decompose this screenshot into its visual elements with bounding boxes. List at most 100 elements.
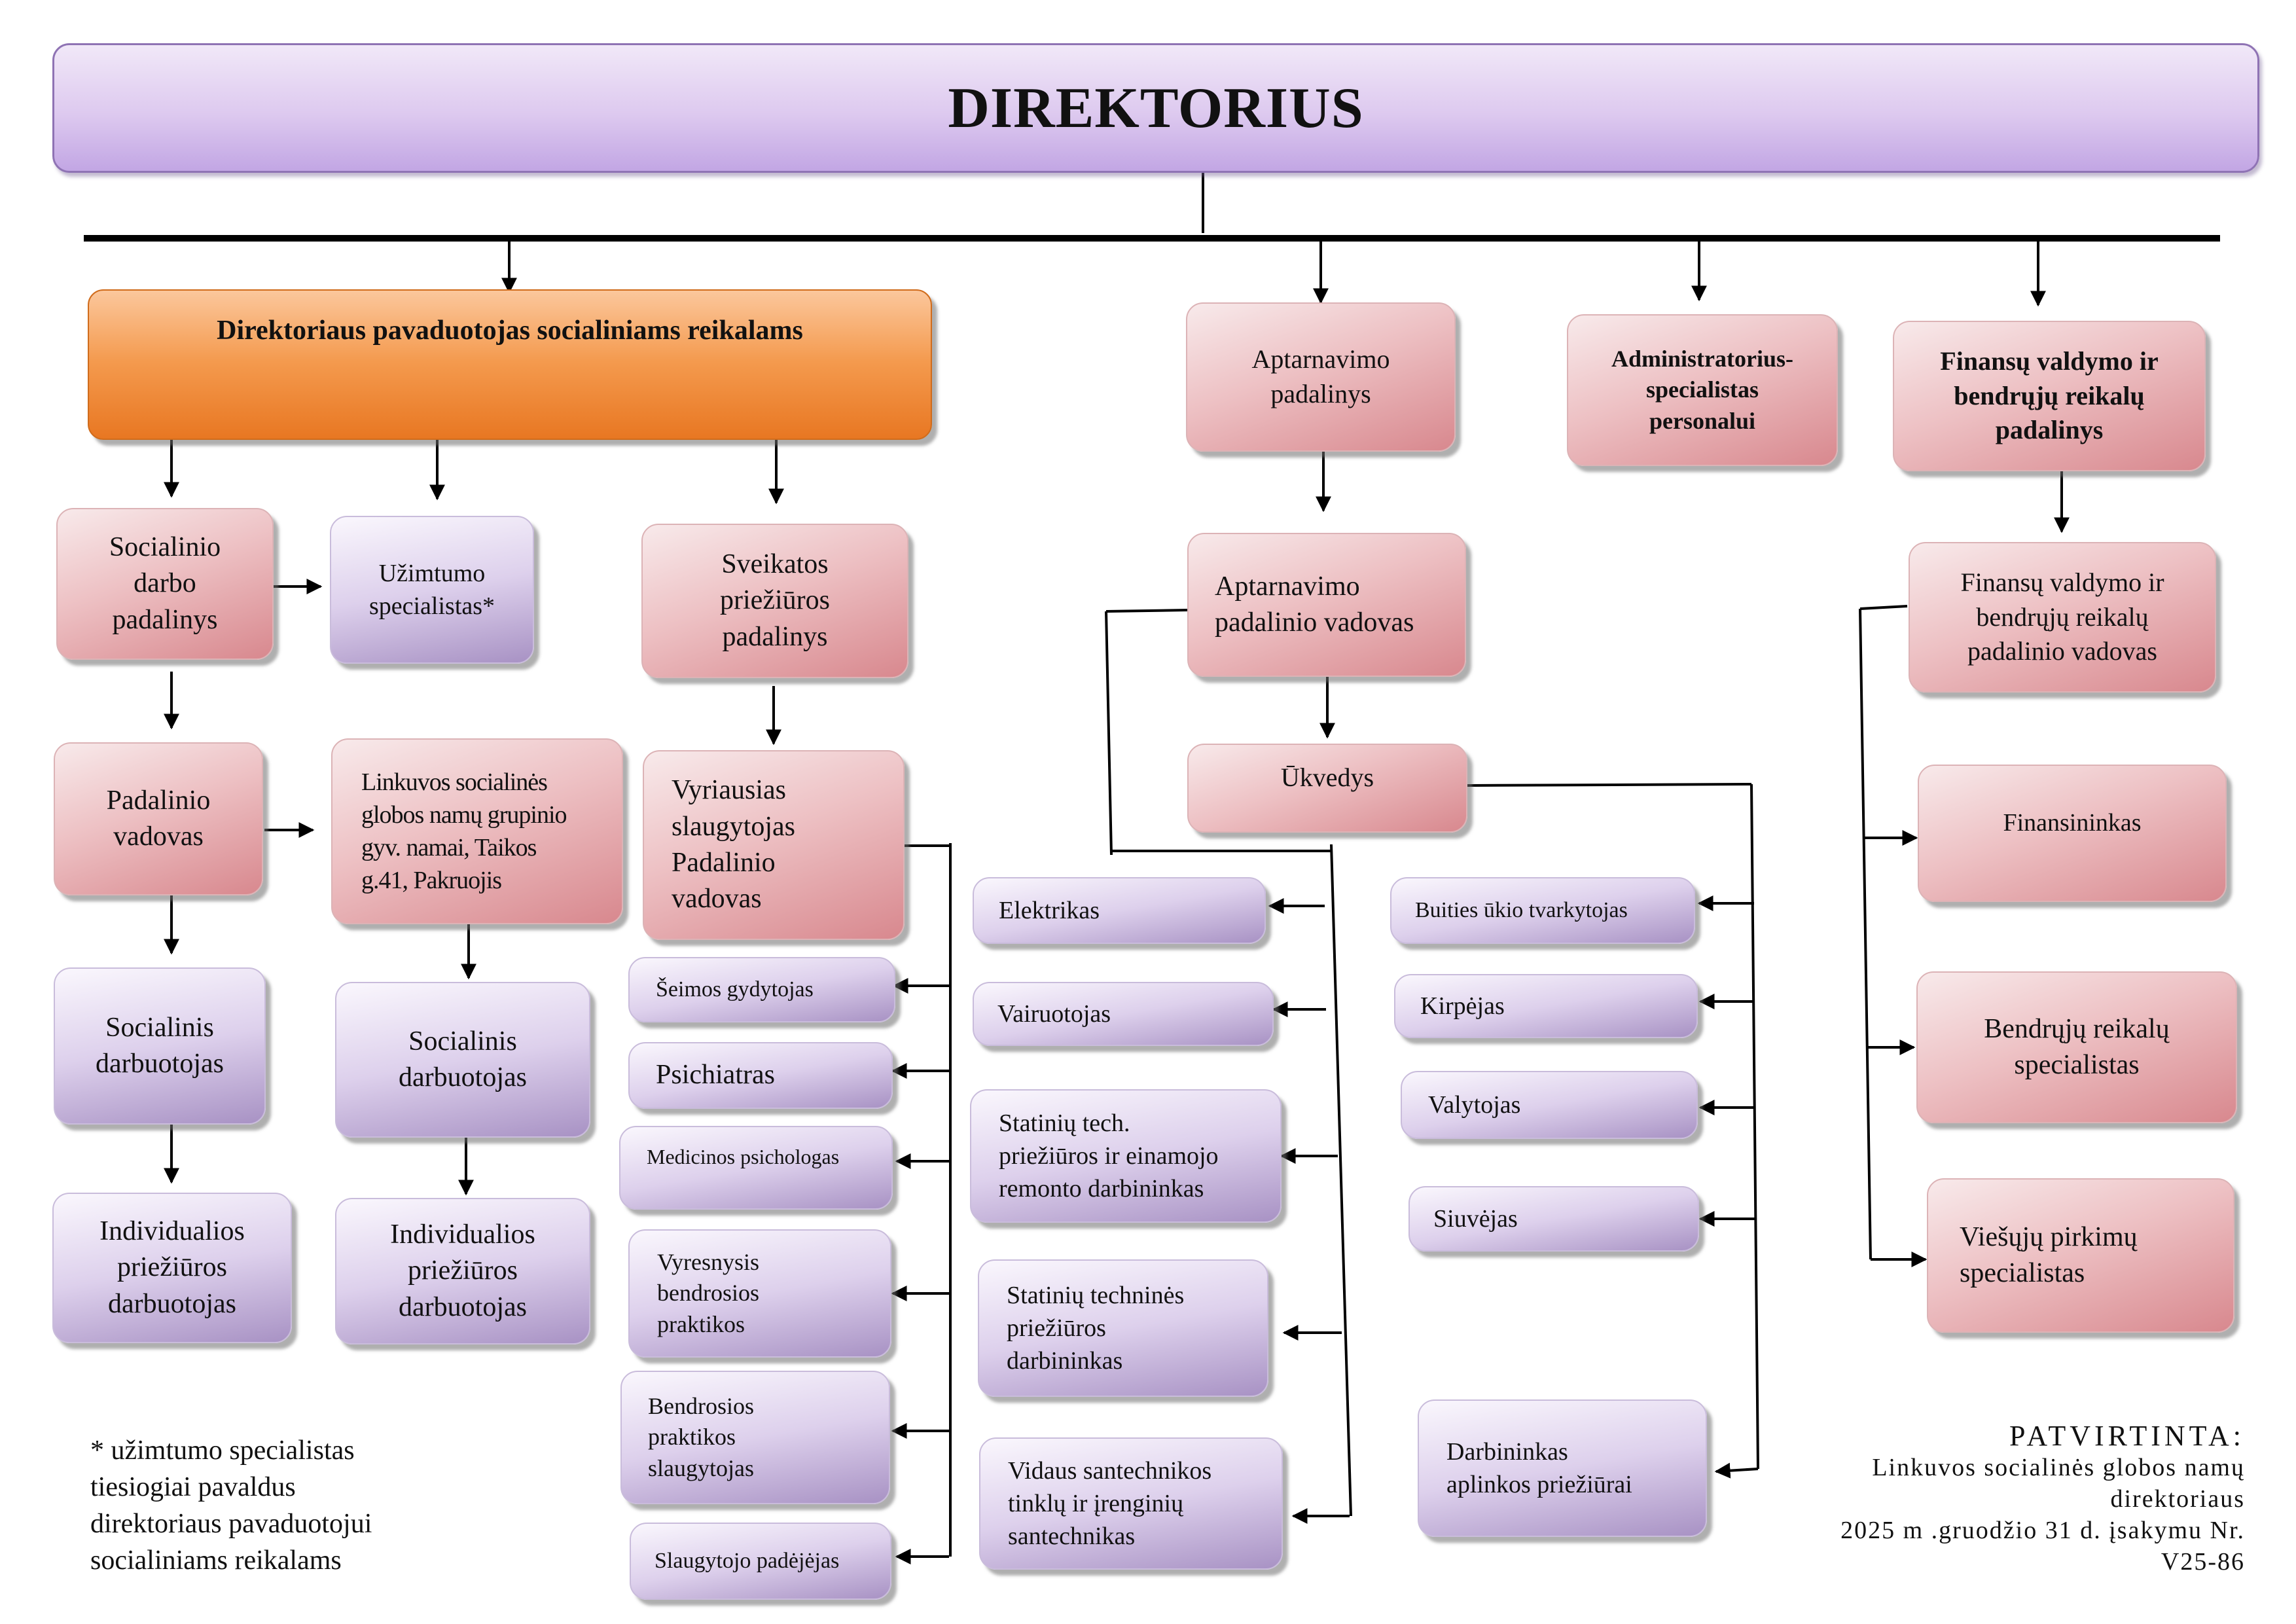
hr-administrator-box: Administratorius- specialistas personalu… <box>1567 314 1838 466</box>
plumber-box: Vidaus santechnikos tinklų ir įrenginių … <box>979 1437 1283 1570</box>
service-unit-head-box: Aptarnavimo padalinio vadovas <box>1187 533 1466 677</box>
health-care-unit-box: Sveikatos priežiūros padalinys <box>641 524 908 678</box>
employment-specialist-box: Užimtumo specialistas* <box>330 516 534 664</box>
service-head-line: padalinio vadovas <box>1215 607 1414 638</box>
unit-head-line: vadovas <box>113 821 204 852</box>
care-worker-line: Individualios <box>99 1216 245 1246</box>
footnote-line: socialiniams reikalams <box>90 1545 342 1571</box>
hr-administrator-line: Administratorius- <box>1611 345 1793 372</box>
social-worker-box-2: Socialinis darbuotojas <box>335 982 590 1138</box>
employment-specialist-line: specialistas* <box>368 592 495 620</box>
approval-line: V25-86 <box>2161 1548 2245 1576</box>
grounds-worker-box: Darbininkas aplinkos priežiūrai <box>1418 1399 1707 1537</box>
household-keeper-label: Buities ūkio tvarkytojas <box>1415 897 1628 922</box>
maintenance-repair-worker-box: Statinių tech. priežiūros ir einamojo re… <box>970 1089 1282 1223</box>
finance-head-line: bendrųjų reikalų <box>1976 602 2149 632</box>
footnote-line: tiesiogiai pavaldus <box>90 1472 296 1502</box>
building-maintenance-worker-box: Statinių techninės priežiūros darbininka… <box>978 1259 1268 1397</box>
nurse-assistant-box: Slaugytojo padėjėjas <box>630 1523 891 1600</box>
senior-nurse-line: praktikos <box>657 1310 745 1337</box>
finance-unit-line: padalinys <box>1995 415 2104 445</box>
head-nurse-line: slaugytojas <box>672 811 795 842</box>
approval-line: direktoriaus <box>2110 1485 2245 1513</box>
health-unit-line: Sveikatos <box>721 549 829 579</box>
care-worker-line: Individualios <box>390 1219 535 1250</box>
care-worker-line: priežiūros <box>117 1252 227 1283</box>
hr-administrator-line: specialistas <box>1645 376 1759 403</box>
group-home-line: globos namų grupinio <box>361 801 567 829</box>
plumber-line: santechnikas <box>1008 1523 1136 1551</box>
hairdresser-box: Kirpėjas <box>1394 974 1698 1038</box>
director-box: DIREKTORIUS <box>52 43 2259 173</box>
hairdresser-label: Kirpėjas <box>1420 992 1505 1020</box>
electrician-box: Elektrikas <box>973 877 1266 944</box>
general-nurse-line: praktikos <box>648 1424 736 1451</box>
finance-head-line: padalinio vadovas <box>1967 636 2157 666</box>
finance-unit-head-box: Finansų valdymo ir bendrųjų reikalų pada… <box>1909 542 2216 693</box>
director-title: DIREKTORIUS <box>948 76 1364 140</box>
finance-unit-line: Finansų valdymo ir <box>1940 346 2159 376</box>
service-unit-line: Aptarnavimo <box>1251 344 1390 374</box>
head-nurse-line: vadovas <box>672 884 762 914</box>
approval-note: PATVIRTINTA: Linkuvos socialinės globos … <box>1702 1420 2245 1578</box>
grounds-worker-line: Darbininkas <box>1446 1437 1568 1466</box>
service-unit-box: Aptarnavimo padalinys <box>1186 302 1456 452</box>
grounds-worker-line: aplinkos priežiūrai <box>1446 1471 1632 1498</box>
senior-general-practice-nurse-box: Vyresnysis bendrosios praktikos <box>628 1229 891 1358</box>
driver-label: Vairuotojas <box>997 1000 1111 1028</box>
group-home-line: Linkuvos socialinės <box>361 768 548 796</box>
care-worker-line: darbuotojas <box>108 1288 236 1319</box>
seamstress-box: Siuvėjas <box>1408 1186 1699 1252</box>
steward-box: Ūkvedys <box>1187 744 1467 833</box>
group-home-line: gyv. namai, Taikos <box>361 834 537 861</box>
finance-unit-line: bendrųjų reikalų <box>1954 380 2145 410</box>
cleaner-box: Valytojas <box>1401 1071 1698 1139</box>
service-unit-line: padalinys <box>1270 379 1371 408</box>
approval-line: 2025 m .gruodžio 31 d. įsakymu Nr. <box>1840 1517 2245 1544</box>
footnote-line: direktoriaus pavaduotojui <box>90 1509 372 1539</box>
financier-box: Finansininkas <box>1918 765 2227 902</box>
cleaner-label: Valytojas <box>1428 1091 1521 1119</box>
health-unit-line: priežiūros <box>720 585 830 616</box>
social-worker-box: Socialinis darbuotojas <box>54 967 266 1125</box>
family-doctor-label: Šeimos gydytojas <box>656 977 814 1001</box>
maintenance-repair-line: Statinių tech. <box>999 1109 1130 1137</box>
electrician-label: Elektrikas <box>999 896 1100 924</box>
head-nurse-box: Vyriausias slaugytojas Padalinio vadovas <box>643 750 905 940</box>
approval-title: PATVIRTINTA: <box>2009 1420 2245 1452</box>
unit-head-line: Padalinio <box>106 785 211 816</box>
deputy-title: Direktoriaus pavaduotojas socialiniams r… <box>217 316 803 346</box>
maintenance-repair-line: remonto darbininkas <box>999 1175 1204 1203</box>
public-procurement-specialist-box: Viešųjų pirkimų specialistas <box>1927 1178 2234 1333</box>
social-work-unit-box: Socialinio darbo padalinys <box>56 508 274 660</box>
social-worker-line: Socialinis <box>408 1026 517 1056</box>
service-head-line: Aptarnavimo <box>1215 571 1360 602</box>
psychiatrist-label: Psichiatras <box>656 1060 775 1091</box>
senior-nurse-line: Vyresnysis <box>657 1248 760 1275</box>
individual-care-worker-box-2: Individualios priežiūros darbuotojas <box>335 1198 590 1344</box>
general-practice-nurse-box: Bendrosios praktikos slaugytojas <box>620 1371 890 1504</box>
building-maintenance-line: priežiūros <box>1007 1314 1106 1342</box>
general-affairs-line: Bendrųjų reikalų <box>1984 1013 2170 1044</box>
household-keeper-box: Buities ūkio tvarkytojas <box>1390 877 1695 944</box>
steward-label: Ūkvedys <box>1280 763 1374 792</box>
general-nurse-line: slaugytojas <box>648 1454 754 1481</box>
medical-psychologist-label: Medicinos psichologas <box>647 1145 840 1168</box>
footnote-line: * užimtumo specialistas <box>90 1435 355 1466</box>
group-home-box: Linkuvos socialinės globos namų grupinio… <box>331 738 623 924</box>
general-affairs-specialist-box: Bendrųjų reikalų specialistas <box>1916 971 2237 1123</box>
social-worker-line: Socialinis <box>105 1012 214 1043</box>
social-worker-line: darbuotojas <box>96 1049 224 1079</box>
psychiatrist-box: Psichiatras <box>628 1042 893 1109</box>
deputy-social-affairs-box: Direktoriaus pavaduotojas socialiniams r… <box>88 289 932 440</box>
head-nurse-line: Padalinio <box>672 848 776 878</box>
plumber-line: tinklų ir įrenginių <box>1008 1489 1184 1517</box>
finance-unit-box: Finansų valdymo ir bendrųjų reikalų pada… <box>1893 321 2206 471</box>
finance-head-line: Finansų valdymo ir <box>1960 567 2164 597</box>
social-worker-line: darbuotojas <box>399 1062 527 1092</box>
driver-box: Vairuotojas <box>973 982 1274 1046</box>
care-worker-line: darbuotojas <box>399 1291 527 1322</box>
group-home-line: g.41, Pakruojis <box>361 867 502 895</box>
approval-line: Linkuvos socialinės globos namų <box>1872 1454 2245 1481</box>
